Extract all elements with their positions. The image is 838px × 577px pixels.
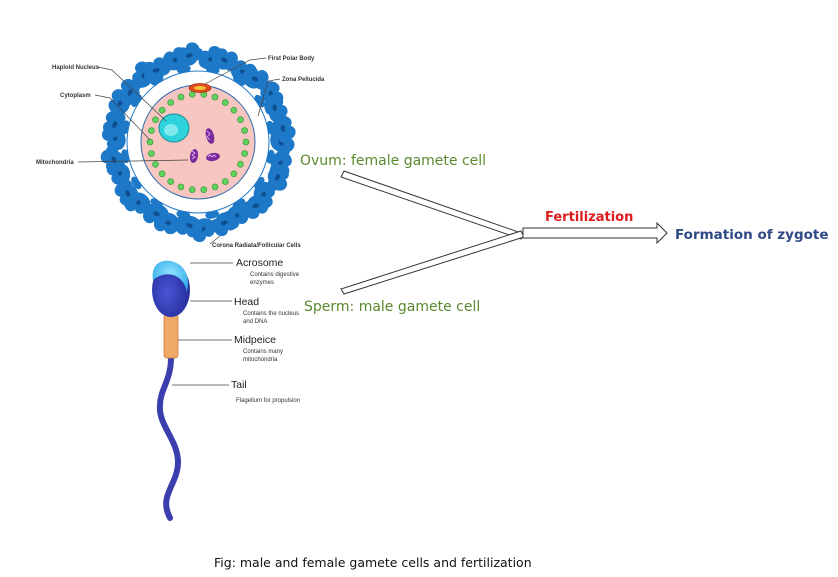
cytoplasm-granule — [158, 170, 166, 178]
sperm-tail — [156, 355, 182, 521]
label-tail: Tail — [231, 379, 247, 391]
sperm-acrosome — [152, 260, 188, 292]
desc-midpiece-line1: Contains many — [243, 349, 283, 355]
follicular-cell — [267, 164, 289, 191]
desc-acrosome-line1: Contains digestive — [250, 272, 300, 278]
follicular-cell — [272, 115, 296, 143]
ovum-caption: Ovum: female gamete cell — [300, 153, 486, 169]
label-zona-pellucida: Zona Pellucida — [282, 77, 325, 83]
cytoplasm-granule — [211, 93, 219, 101]
cytoplasm-granule — [222, 99, 229, 106]
cytoplasm-granule — [177, 93, 185, 101]
follicular-cell — [210, 212, 237, 237]
polar-body-core — [194, 86, 206, 90]
desc-head-line1: Contains the nucleus — [243, 311, 299, 317]
follicular-cell — [264, 94, 288, 122]
cytoplasm-granule — [200, 186, 208, 193]
cytoplasm-granule — [237, 116, 244, 123]
cytoplasm-granule — [148, 127, 155, 134]
follicular-cell — [176, 42, 204, 66]
desc-head-line2: and DNA — [243, 319, 267, 325]
desc-midpiece-line2: mitochondria — [243, 357, 278, 363]
cytoplasm-granule — [188, 186, 196, 193]
cytoplasm-granule — [230, 106, 238, 114]
nucleolus — [164, 124, 178, 136]
cytoplasm-granule — [167, 99, 174, 106]
cytoplasm-granule — [177, 183, 185, 191]
cytoplasm-granule — [211, 183, 219, 191]
cytoplasm — [140, 84, 256, 200]
label-midpiece: Midpeice — [234, 334, 276, 346]
mitochondria-group — [189, 128, 220, 163]
cytoplasm-granule — [146, 138, 154, 146]
zygote-label: Formation of zygote — [675, 227, 829, 243]
cytoplasm-granule — [152, 116, 159, 123]
fertilization-label: Fertilization — [545, 210, 633, 225]
sperm-arrow — [340, 230, 525, 295]
label-cytoplasm: Cytoplasm — [60, 93, 91, 99]
follicular-cell — [211, 48, 238, 72]
follicular-cell — [143, 203, 170, 226]
cytoplasm-granule — [241, 127, 248, 134]
label-acrosome: Acrosome — [236, 257, 283, 269]
label-mitochondria: Mitochondria — [36, 160, 74, 166]
cytoplasm-granule — [230, 170, 238, 178]
follicular-cell — [242, 67, 269, 90]
label-head: Head — [234, 296, 259, 308]
ovum: Haploid Nucleus Cytoplasm Mitochondria F… — [36, 42, 325, 249]
cytoplasm-granule — [158, 106, 166, 114]
ovum-leader-lines — [77, 57, 281, 245]
zygote-arrow — [522, 221, 668, 245]
sperm-leader-lines — [172, 262, 233, 386]
cytoplasm-granule — [148, 150, 155, 157]
cytoplasm-granule — [237, 161, 244, 168]
cytoplasm-granule — [222, 178, 229, 185]
sperm-midpiece — [163, 313, 179, 359]
cytoplasm-granule — [152, 161, 159, 168]
cytoplasm-granule — [167, 178, 174, 185]
label-first-polar-body: First Polar Body — [268, 56, 315, 62]
label-haploid-nucleus: Haploid Nucleus — [52, 65, 100, 71]
desc-acrosome-line2: enzymes — [250, 280, 274, 286]
follicular-cell — [176, 215, 203, 238]
cytoplasm-granule — [241, 150, 248, 157]
sperm-caption: Sperm: male gamete cell — [304, 299, 480, 315]
follicular-cell — [114, 179, 139, 207]
ovum-arrow — [340, 170, 525, 240]
cytoplasm-granules — [146, 91, 250, 193]
corona-radiata-cells — [100, 42, 296, 243]
figure-caption: Fig: male and female gamete cells and fe… — [214, 555, 532, 570]
cytoplasm-granule — [242, 138, 250, 146]
sperm: Acrosome Contains digestive enzymes Head… — [152, 257, 300, 521]
label-corona-radiata: Corona Radiata/Follicular Cells — [212, 243, 301, 249]
follicular-cell — [103, 111, 126, 138]
desc-tail-line1: Flagellum for propulsion — [236, 398, 300, 404]
fertilization-arrows — [340, 170, 668, 295]
